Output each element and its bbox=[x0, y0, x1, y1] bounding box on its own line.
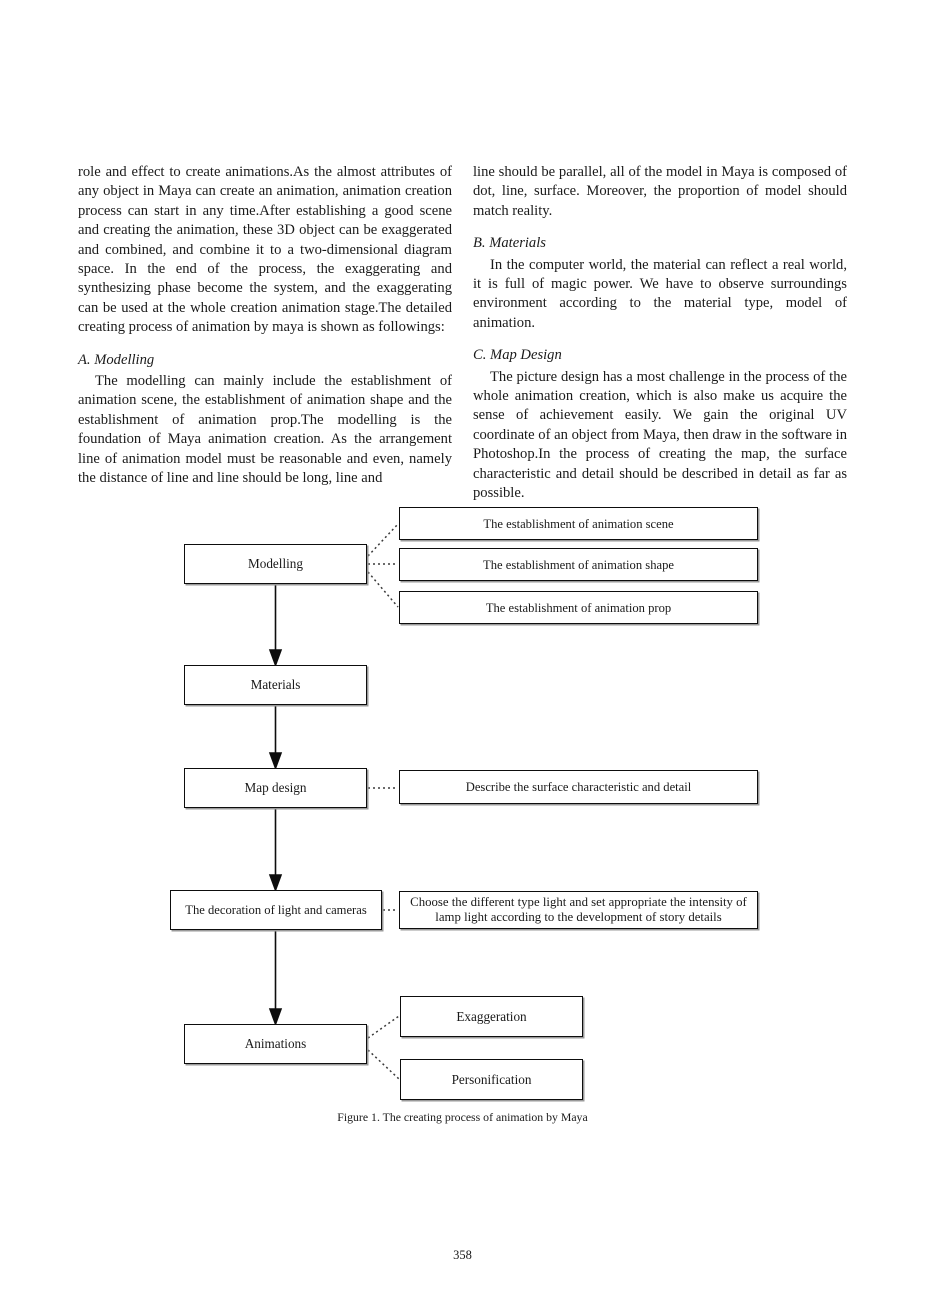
paragraph-modelling: The modelling can mainly include the est… bbox=[78, 373, 452, 487]
flow-node-animation-scene[interactable]: The establishment of animation scene bbox=[399, 507, 758, 540]
flow-node-animation-prop[interactable]: The establishment of animation prop bbox=[399, 591, 758, 624]
flow-node-personification[interactable]: Personification bbox=[400, 1059, 583, 1100]
flow-node-animations[interactable]: Animations bbox=[184, 1024, 367, 1064]
flow-node-choose-light-type[interactable]: Choose the different type light and set … bbox=[399, 891, 758, 929]
subheading-c-map-design: C. Map Design bbox=[473, 347, 562, 364]
flow-node-exaggeration[interactable]: Exaggeration bbox=[400, 996, 583, 1037]
figure-caption: Figure 1. The creating process of animat… bbox=[337, 1110, 588, 1124]
paragraph-map-design: The picture design has a most challenge … bbox=[473, 368, 847, 502]
flow-node-modelling[interactable]: Modelling bbox=[184, 544, 367, 584]
right-column: line should be parallel, all of the mode… bbox=[473, 163, 847, 504]
paragraph-intro: role and effect to create animations.As … bbox=[78, 164, 452, 336]
paragraph-materials: In the computer world, the material can … bbox=[473, 256, 847, 331]
flow-node-animation-shape[interactable]: The establishment of animation shape bbox=[399, 548, 758, 581]
page-number: 358 bbox=[453, 1248, 472, 1262]
flow-node-map-design[interactable]: Map design bbox=[184, 768, 367, 808]
left-column: role and effect to create animations.As … bbox=[78, 163, 452, 504]
flow-node-describe-surface[interactable]: Describe the surface characteristic and … bbox=[399, 770, 758, 804]
flow-node-materials[interactable]: Materials bbox=[184, 665, 367, 705]
paragraph-modelling-continued: line should be parallel, all of the mode… bbox=[473, 164, 847, 219]
subheading-a-modelling: A. Modelling bbox=[78, 351, 155, 368]
flow-node-light-and-cameras[interactable]: The decoration of light and cameras bbox=[170, 890, 382, 930]
two-column-text-body: role and effect to create animations.As … bbox=[78, 163, 847, 504]
subheading-b-materials: B. Materials bbox=[473, 235, 546, 252]
